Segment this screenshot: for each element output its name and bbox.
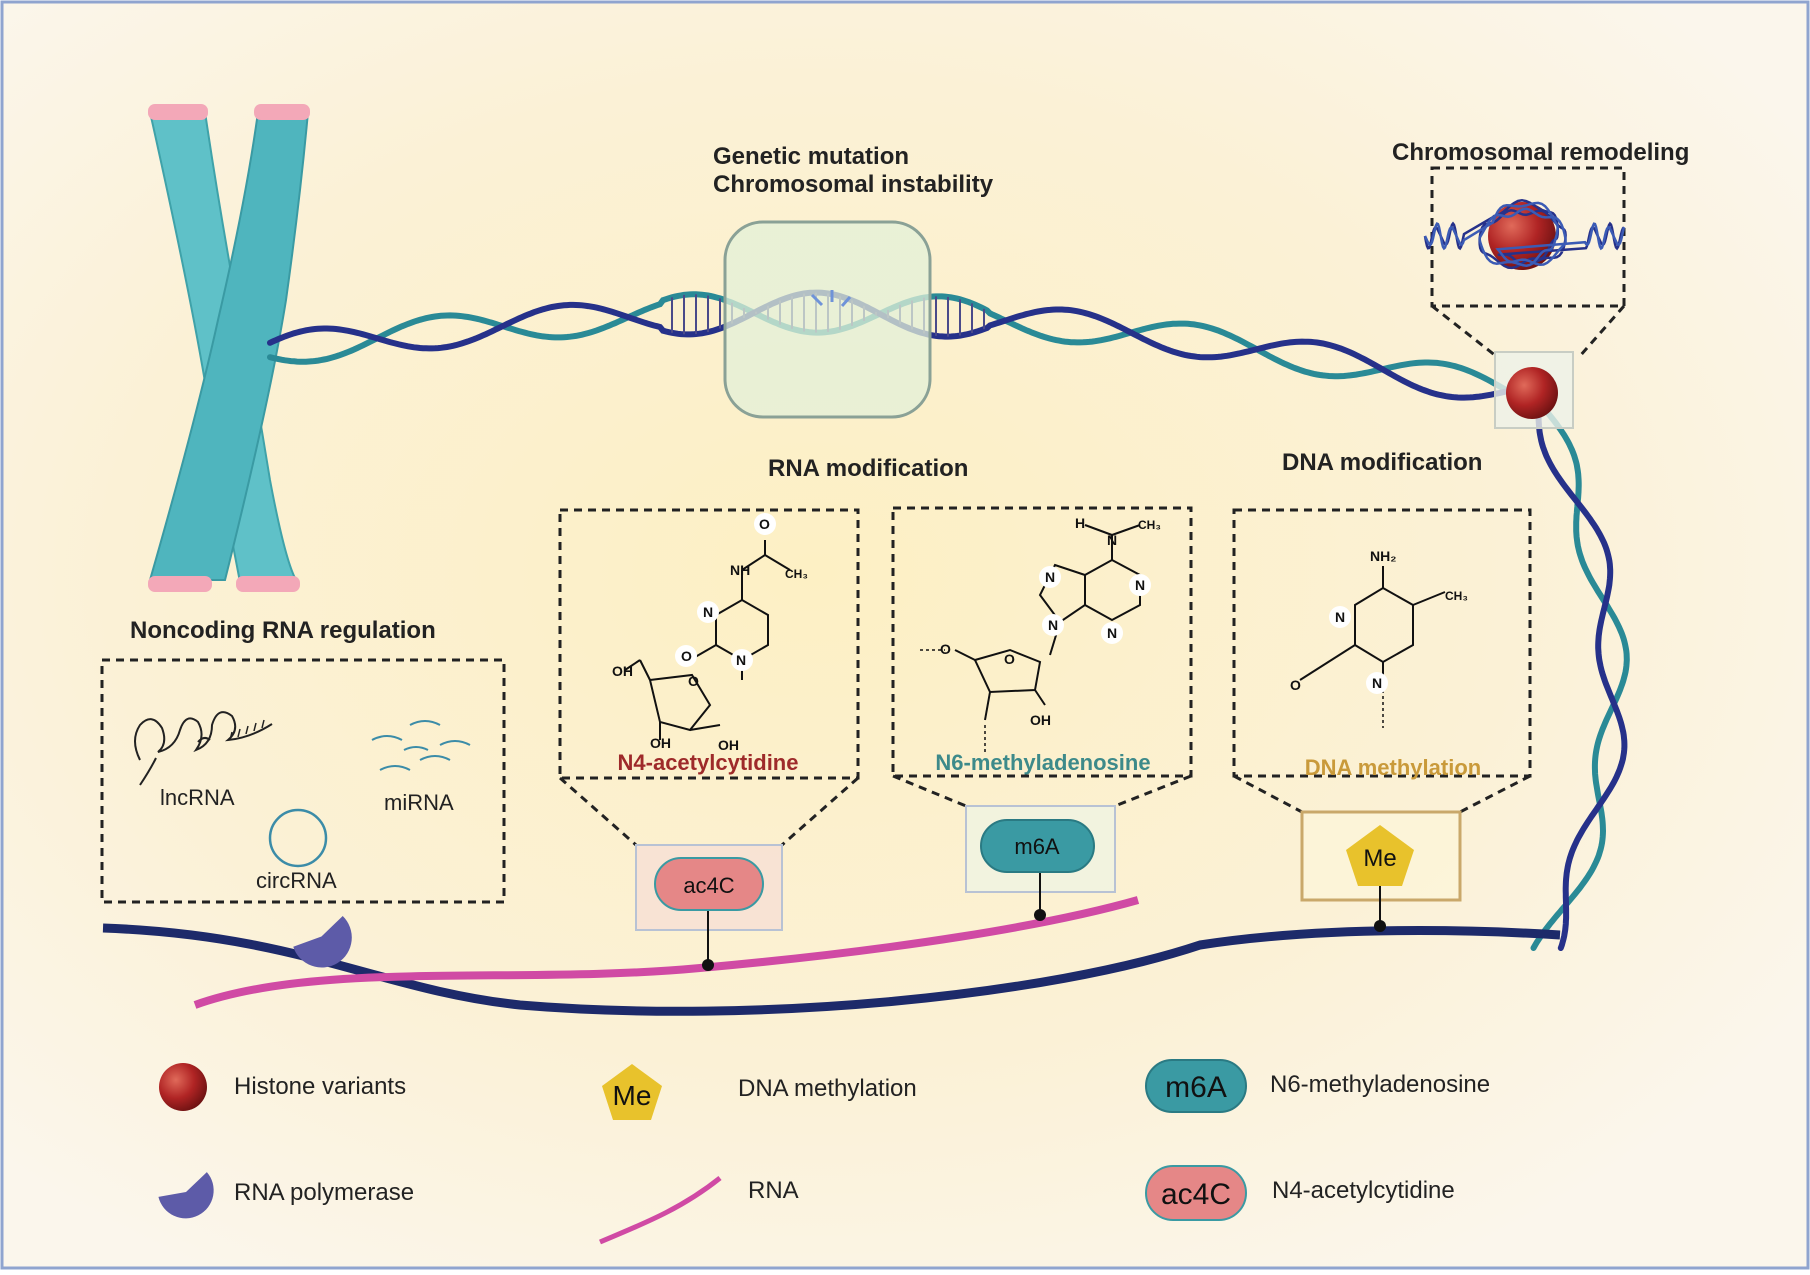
legend-dna-methylation: Me DNA methylation: [602, 1064, 917, 1120]
legend-me-icon: [602, 1064, 662, 1120]
m6a-atom-n1: N: [1135, 577, 1145, 593]
legend-rna-icon: [599, 1176, 722, 1245]
dnam-atom-n1: N: [1372, 675, 1382, 691]
legend: Histone variants Me DNA methylation m6A …: [158, 1059, 1490, 1245]
legend-rna: RNA: [599, 1176, 799, 1245]
remodel-strand-b: [1423, 201, 1626, 267]
break-spark-icon: [810, 290, 852, 307]
m6a-caption: N6-methyladenosine: [935, 750, 1150, 775]
m6a-mark: m6A: [965, 805, 1116, 921]
legend-histone: Histone variants: [159, 1063, 406, 1111]
legend-polymerase-icon: [158, 1172, 214, 1219]
me-mark: Me: [1300, 810, 1462, 932]
m6a-atom-oh: OH: [1030, 712, 1051, 728]
ac4c-atom-n1: N: [736, 652, 746, 668]
m6a-atom-o5: O: [940, 641, 951, 657]
dna-methylation-structure-box: NH₂ CH₃ N N O DNA methylation: [1232, 508, 1532, 814]
legend-ac4c-icon: [1145, 1165, 1247, 1221]
legend-histone-icon: [159, 1063, 207, 1111]
legend-ac4c-badge: ac4C: [1161, 1178, 1231, 1211]
legend-m6a-icon: [1145, 1059, 1247, 1113]
dnam-atom-n3: N: [1335, 609, 1345, 625]
chromosome-icon: [148, 104, 310, 592]
histone-variant-icon: [1506, 367, 1558, 419]
remodeling-title: Chromosomal remodeling: [1392, 139, 1689, 166]
remodel-dna-coil-icon: [1423, 199, 1626, 270]
legend-m6a-label: N6-methyladenosine: [1270, 1071, 1490, 1098]
legend-rna-label: RNA: [748, 1177, 799, 1204]
legend-histone-label: Histone variants: [234, 1073, 406, 1100]
lncrna-label: lncRNA: [160, 785, 235, 810]
dna-vertical-strand-a: [1530, 402, 1630, 951]
ac4c-atom-o-ring: O: [688, 673, 699, 689]
ac4c-atom-nh: NH: [730, 562, 750, 578]
legend-ac4c: ac4C N4-acetylcytidine: [1145, 1165, 1455, 1221]
me-badge-label: Me: [1363, 845, 1396, 872]
mutation-title-line2: Chromosomal instability: [713, 171, 994, 198]
ac4c-atom-oh5: OH: [612, 663, 633, 679]
m6a-atom-o-ring: O: [1004, 651, 1015, 667]
methylcytosine-molecule: [1299, 566, 1446, 682]
ac4c-atom-ch3: CH₃: [785, 567, 808, 581]
remodeling-box: [1423, 166, 1626, 358]
circrna-icon: [268, 808, 328, 868]
mutation-box: [723, 220, 932, 419]
m6a-atom-ch3: CH₃: [1138, 518, 1161, 532]
lncrna-ticks: [229, 719, 265, 741]
m6a-atom-n3: N: [1107, 625, 1117, 641]
rna-strand: [193, 896, 1140, 1009]
circrna-label: circRNA: [256, 868, 337, 893]
legend-polymerase-label: RNA polymerase: [234, 1179, 414, 1206]
mutation-title-line1: Genetic mutation: [713, 143, 909, 170]
ac4c-atom-o-top: O: [759, 516, 770, 532]
mirna-icon: [371, 720, 471, 771]
dna-modification-title: DNA modification: [1282, 449, 1482, 476]
ac4c-atom-oh2: OH: [718, 737, 739, 753]
legend-ac4c-label: N4-acetylcytidine: [1272, 1177, 1455, 1204]
mirna-label: miRNA: [384, 790, 454, 815]
lncrna-icon: [134, 711, 273, 786]
ac4c-mark: ac4C: [635, 844, 783, 971]
m6a-structure-box: H N CH₃ N N N N O O OH N6-methyladenosin…: [891, 506, 1193, 808]
dnam-atom-nh2: NH₂: [1370, 548, 1396, 564]
m6a-atom-n9: N: [1048, 617, 1058, 633]
legend-me-badge: Me: [613, 1080, 652, 1111]
ac4c-badge-label: ac4C: [683, 873, 734, 898]
ac4c-atom-o2: O: [681, 648, 692, 664]
rna-modification-title: RNA modification: [768, 455, 968, 482]
legend-m6a: m6A N6-methyladenosine: [1145, 1059, 1490, 1113]
legend-m6a-badge: m6A: [1165, 1071, 1227, 1104]
legend-polymerase: RNA polymerase: [158, 1172, 414, 1219]
m6a-atom-n6: N: [1107, 532, 1117, 548]
dnam-atom-o: O: [1290, 677, 1301, 693]
ac4c-caption: N4-acetylcytidine: [618, 750, 799, 775]
legend-dna-methylation-label: DNA methylation: [738, 1075, 917, 1102]
rna-polymerase-icon: [293, 915, 352, 968]
m6a-badge-label: m6A: [1014, 834, 1060, 859]
dna-methylation-caption: DNA methylation: [1305, 755, 1481, 780]
dna-lower-strand: [102, 923, 1561, 1016]
dna-vertical-strand-b: [1535, 402, 1628, 951]
m6a-atom-h: H: [1075, 515, 1085, 531]
ncrna-box: lncRNA miRNA circRNA: [100, 658, 506, 904]
ac4c-structure-box: O NH CH₃ N O N OH O OH OH N4-acetylcytid…: [558, 508, 860, 847]
m6a-atom-n7: N: [1045, 569, 1055, 585]
dnam-atom-ch3: CH₃: [1445, 589, 1468, 603]
ac4c-atom-oh3: OH: [650, 735, 671, 751]
ac4c-atom-n3: N: [703, 604, 713, 620]
ncrna-title: Noncoding RNA regulation: [130, 617, 436, 644]
